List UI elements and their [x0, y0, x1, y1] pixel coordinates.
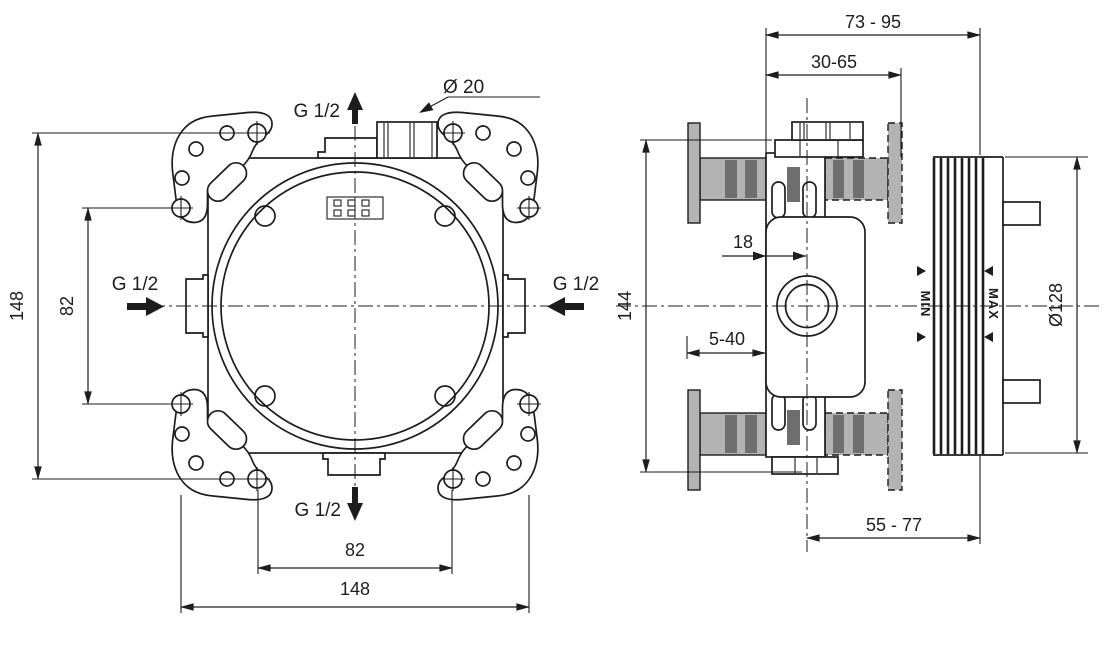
dim-height-label: 144 — [615, 291, 635, 321]
dim-center-depth-label: 55 - 77 — [866, 515, 922, 535]
dim-wall-range-label: 5-40 — [709, 329, 745, 349]
wall-stripe — [833, 160, 844, 198]
wall-stripe — [853, 415, 864, 453]
min-marker: MIN — [917, 266, 933, 342]
dim-center-offset-label: 18 — [733, 232, 753, 252]
dim-hole-spacing-width: 82 — [257, 490, 453, 574]
wall-flange-front — [687, 122, 701, 224]
dim-overall-width-label: 148 — [340, 579, 370, 599]
flow-arrow-up-icon — [347, 92, 363, 124]
wall-flange-rear — [887, 122, 903, 224]
wall-flange-rear — [887, 389, 903, 491]
flow-arrow-down-icon — [347, 487, 363, 521]
wall-stripe — [853, 160, 864, 198]
leader-cap-diameter: Ø 20 — [419, 77, 540, 113]
dim-cap-diameter-label: Ø128 — [1046, 283, 1066, 327]
dim-center-offset: 18 — [722, 232, 806, 261]
top-port-label: G 1/2 — [294, 101, 340, 122]
side-view: MIN MAX 73 - 95 30-65 18 — [615, 12, 1102, 552]
min-marker-label: MIN — [918, 291, 933, 318]
column-rib — [787, 167, 800, 202]
dim-wall-range: 5-40 — [686, 329, 766, 359]
cap-tab — [1002, 201, 1041, 226]
flow-arrow-left-icon — [547, 297, 584, 316]
wall-flange-front — [687, 389, 701, 491]
leader-arrow-icon — [419, 102, 434, 113]
right-port-label: G 1/2 — [553, 274, 599, 295]
flow-arrow-right-icon — [127, 297, 164, 316]
dim-cap-diameter: Ø128 — [1005, 156, 1088, 454]
boss-hole — [434, 205, 456, 227]
dim-hole-spacing-height-label: 82 — [57, 296, 77, 316]
mounting-slot — [802, 181, 817, 219]
max-marker-label: MAX — [986, 288, 1001, 320]
wall-stripe — [725, 160, 737, 198]
knurled-fitting — [376, 121, 438, 159]
dim-hole-spacing-width-label: 82 — [345, 540, 365, 560]
left-port-label: G 1/2 — [112, 274, 158, 295]
dim-front-depth: 30-65 — [765, 52, 902, 157]
cap-tab — [1002, 379, 1041, 404]
column-rib — [787, 410, 800, 445]
mounting-slot — [802, 393, 817, 431]
dim-height: 144 — [615, 139, 802, 473]
max-marker: MAX — [984, 266, 1001, 342]
dim-total-depth-label: 73 - 95 — [845, 12, 901, 32]
dim-center-depth: 55 - 77 — [806, 456, 981, 544]
boss-hole — [254, 385, 276, 407]
mounting-slot — [771, 393, 786, 431]
mounting-slot — [771, 181, 786, 219]
wall-stripe — [745, 160, 757, 198]
wall-stripe — [833, 415, 844, 453]
top-fitting — [774, 121, 864, 158]
dim-overall-width: 148 — [180, 495, 530, 613]
boss-hole — [434, 385, 456, 407]
top-port-tab — [317, 137, 378, 159]
dim-front-depth-label: 30-65 — [811, 52, 857, 72]
dim-total-depth: 73 - 95 — [765, 12, 981, 155]
boss-hole — [254, 205, 276, 227]
wall-stripe — [745, 415, 757, 453]
cap-diameter-label: Ø 20 — [443, 77, 484, 98]
front-view: 148 82 82 148 Ø 20 G 1/2 — [7, 77, 599, 613]
dim-overall-height: 148 — [7, 132, 270, 480]
dim-hole-spacing-height: 82 — [57, 207, 193, 405]
bottom-port-label: G 1/2 — [295, 500, 341, 521]
bottom-port-tab — [322, 452, 386, 476]
bottom-fitting — [771, 456, 839, 475]
dim-overall-height-label: 148 — [7, 291, 27, 321]
wall-stripe — [725, 415, 737, 453]
